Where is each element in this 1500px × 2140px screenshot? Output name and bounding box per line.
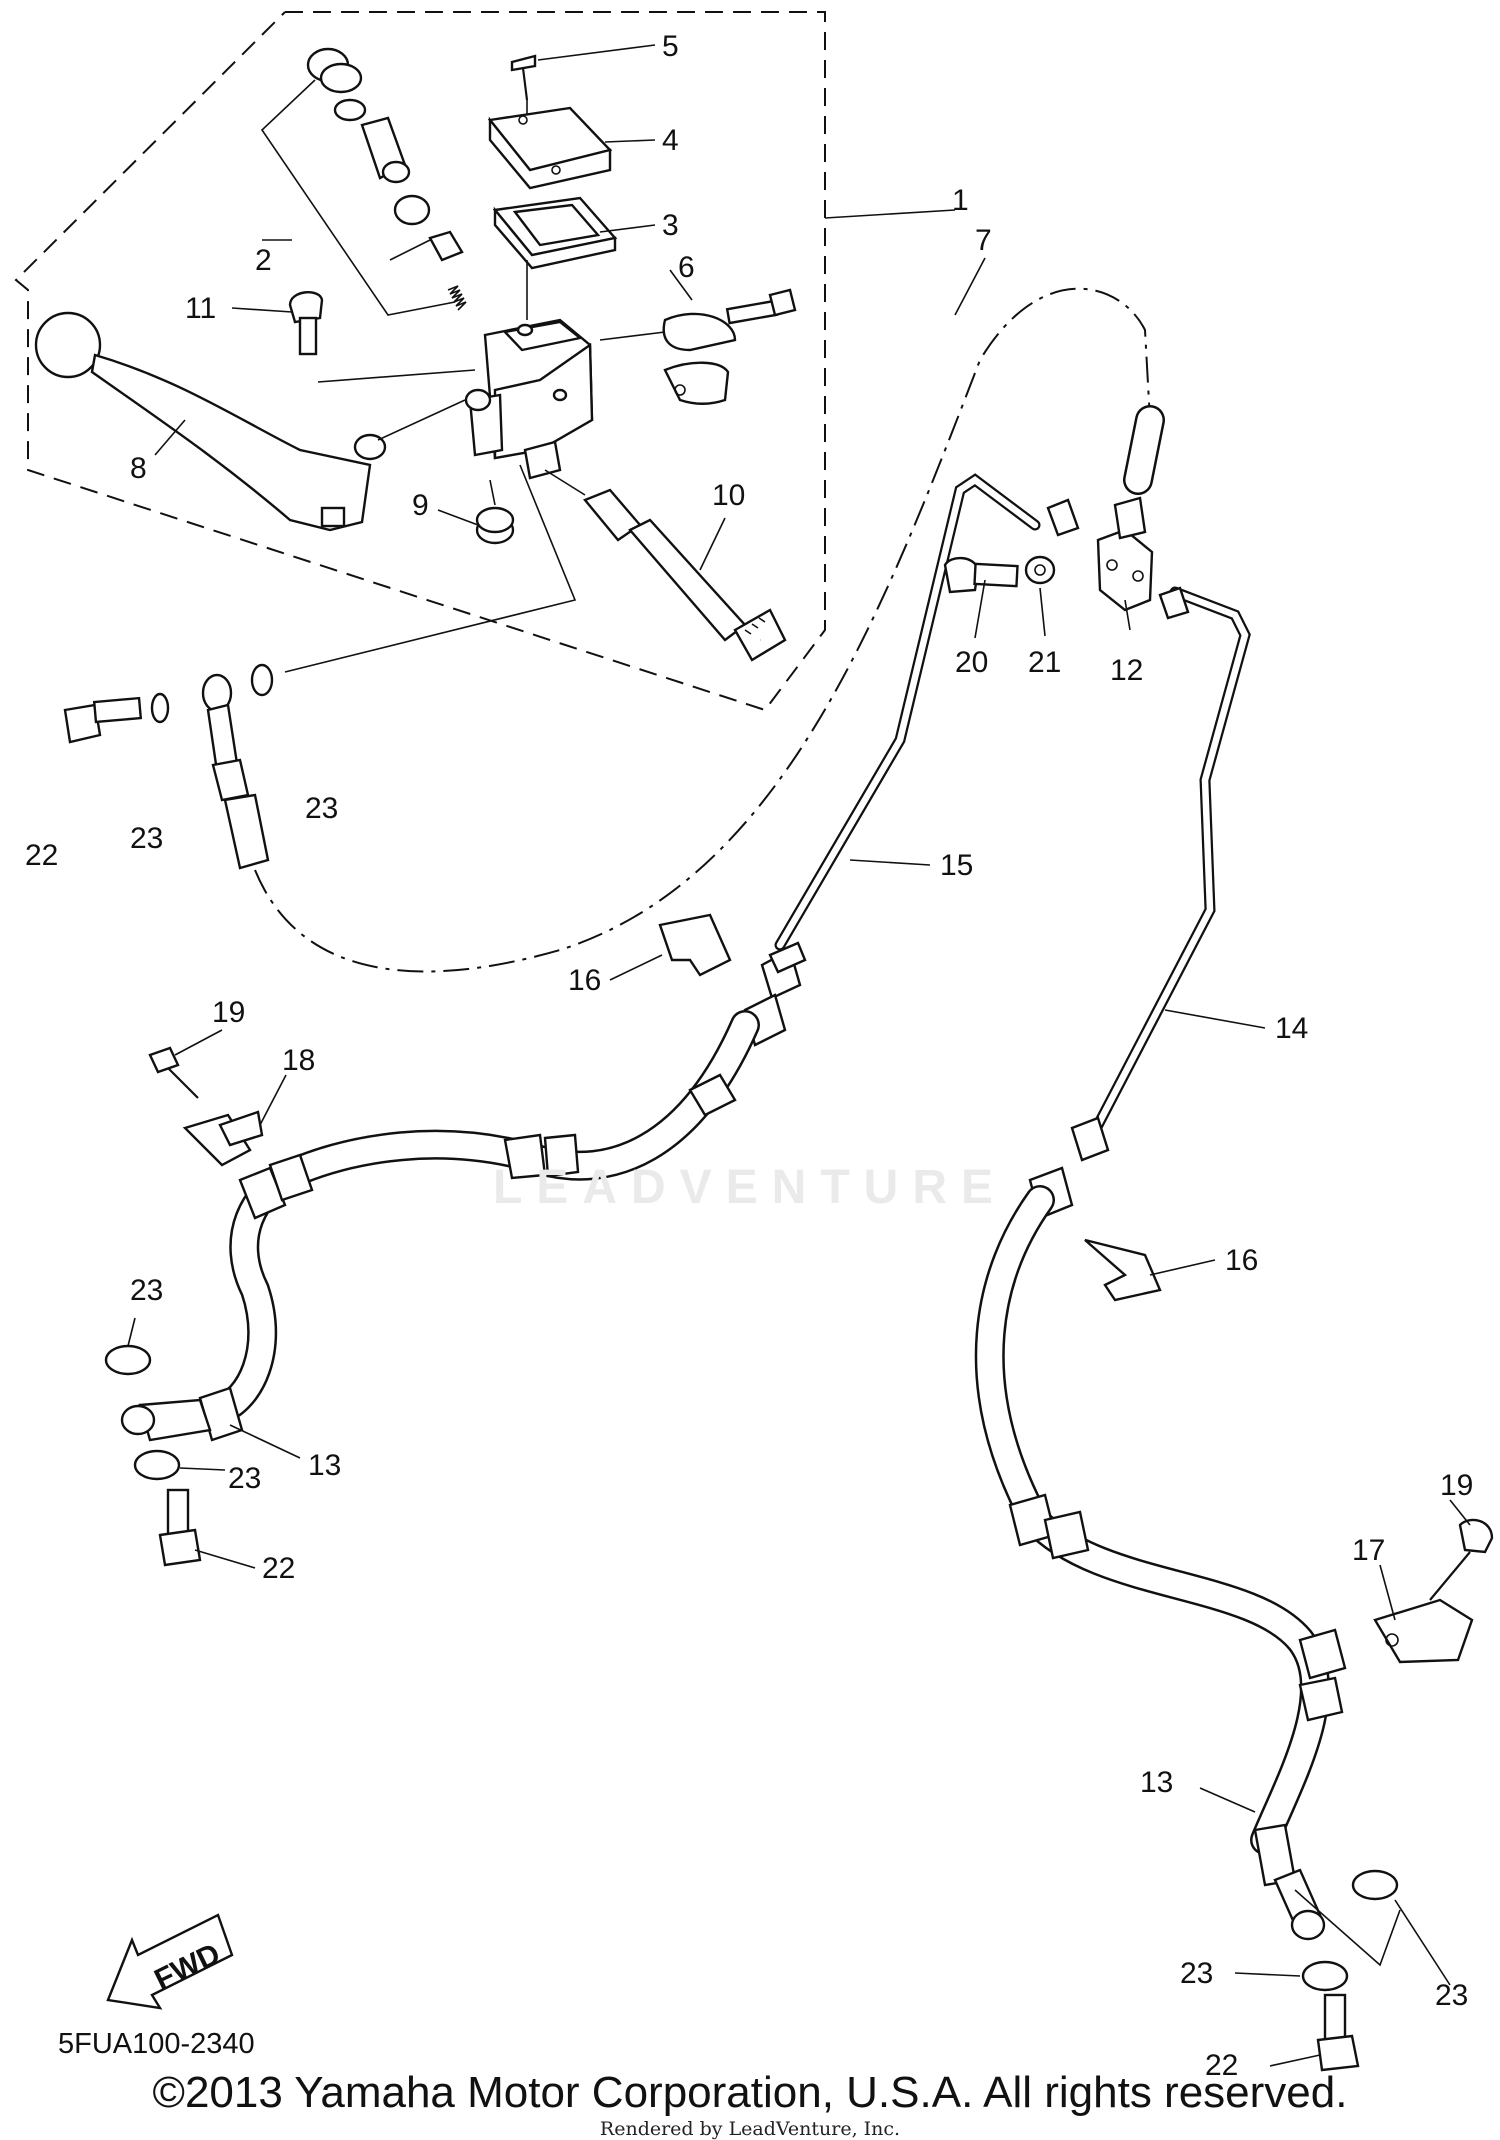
callout-14: 14: [1275, 1012, 1308, 1045]
hose-top-fitting: [201, 673, 270, 870]
callout-23-top-a: 23: [130, 822, 163, 855]
clamp-18: [182, 1110, 264, 1167]
callout-9: 9: [412, 489, 429, 522]
callout-8: 8: [130, 452, 147, 485]
callout-2: 2: [255, 244, 272, 277]
callout-16-upper: 16: [568, 964, 601, 997]
brake-joint: [1046, 496, 1190, 620]
hose-right-protectors: [1008, 1493, 1347, 1722]
hose-left-protectors: [238, 1073, 737, 1220]
callout-16-lower: 16: [1225, 1244, 1258, 1277]
callout-18: 18: [282, 1044, 315, 1077]
washer-top-a: [150, 692, 170, 724]
callout-12: 12: [1110, 654, 1143, 687]
callout-22-right: 22: [1205, 2049, 1238, 2082]
assembly-1-boundary: [14, 11, 826, 712]
banjo-bolt-left: [158, 1488, 202, 1567]
callouts: 1 2 3 4 5 6 7 8 9 10 11 12 13 13 14 15 1…: [25, 30, 1473, 2082]
clamp-16-upper: [658, 913, 732, 977]
routing-line-main: [254, 287, 1151, 973]
callout-23-left-a: 23: [130, 1274, 163, 1307]
callout-22-left: 22: [262, 1552, 295, 1585]
joint-washer: [1024, 555, 1056, 585]
callout-6: 6: [678, 251, 695, 284]
banjo-bolt-top: [63, 696, 143, 744]
callout-23-left-b: 23: [228, 1462, 261, 1495]
watermark: LEADVENTURE: [492, 1161, 1008, 1214]
washer-right-b: [1301, 1960, 1349, 1992]
washer-left-b: [133, 1449, 181, 1481]
hose-right-lower-fitting: [1253, 1823, 1326, 1941]
brake-pipe-14: [1079, 586, 1251, 1156]
cap-screw: [510, 54, 537, 101]
pivot-nut: [475, 506, 515, 545]
reservoir-cap: [487, 106, 613, 190]
copyright-notice: ©2013 Yamaha Motor Corporation, U.S.A. A…: [152, 2068, 1348, 2117]
brake-hose-left: [205, 1010, 760, 1425]
washer-top-b: [250, 663, 274, 697]
pivot-bolt: [288, 291, 324, 356]
callout-21: 21: [1028, 646, 1061, 679]
diagram-code: 5FUA100-2340: [58, 2028, 255, 2060]
callout-23-right-a: 23: [1435, 1979, 1468, 2012]
washer-left-a: [104, 1344, 152, 1376]
callout-22-top: 22: [25, 839, 58, 872]
clamp-bolt-19-left: [148, 1046, 199, 1099]
callout-5: 5: [662, 30, 679, 63]
diaphragm: [492, 196, 618, 270]
brake-switch: [583, 488, 787, 662]
clamp-16-lower: [1084, 1238, 1162, 1302]
banjo-bolt-right: [1316, 1993, 1360, 2072]
callout-13-left: 13: [308, 1449, 341, 1482]
callout-1: 1: [952, 184, 969, 217]
brake-lever: [34, 311, 387, 532]
hose-left-lower-fitting: [120, 1386, 244, 1442]
callout-19-right: 19: [1440, 1469, 1473, 1502]
callout-4: 4: [662, 124, 679, 157]
callout-10: 10: [712, 479, 745, 512]
callout-7: 7: [975, 224, 992, 257]
callout-13-right: 13: [1140, 1766, 1173, 1799]
callout-15: 15: [940, 849, 973, 882]
callout-23-top-b: 23: [305, 792, 338, 825]
fwd-arrow-icon: FWD: [106, 1913, 234, 2010]
clamp-17: [1373, 1598, 1474, 1664]
callout-23-right-b: 23: [1180, 1957, 1213, 1990]
master-cylinder-body: [464, 318, 594, 480]
callout-20: 20: [955, 646, 988, 679]
callout-19-left: 19: [212, 996, 245, 1029]
joint-bolt: [943, 556, 1019, 594]
piston-kit: [306, 47, 467, 311]
handlebar-holder: [662, 312, 737, 405]
callout-17: 17: [1352, 1534, 1385, 1567]
rendered-by-notice: Rendered by LeadVenture, Inc.: [599, 2118, 901, 2140]
leader-lines: [127, 44, 1471, 2067]
callout-11: 11: [185, 292, 216, 325]
clamp-bolt-19-right: [1429, 1518, 1494, 1601]
washer-right-a: [1351, 1869, 1399, 1901]
holder-bolt: [725, 288, 797, 325]
callout-3: 3: [662, 209, 679, 242]
